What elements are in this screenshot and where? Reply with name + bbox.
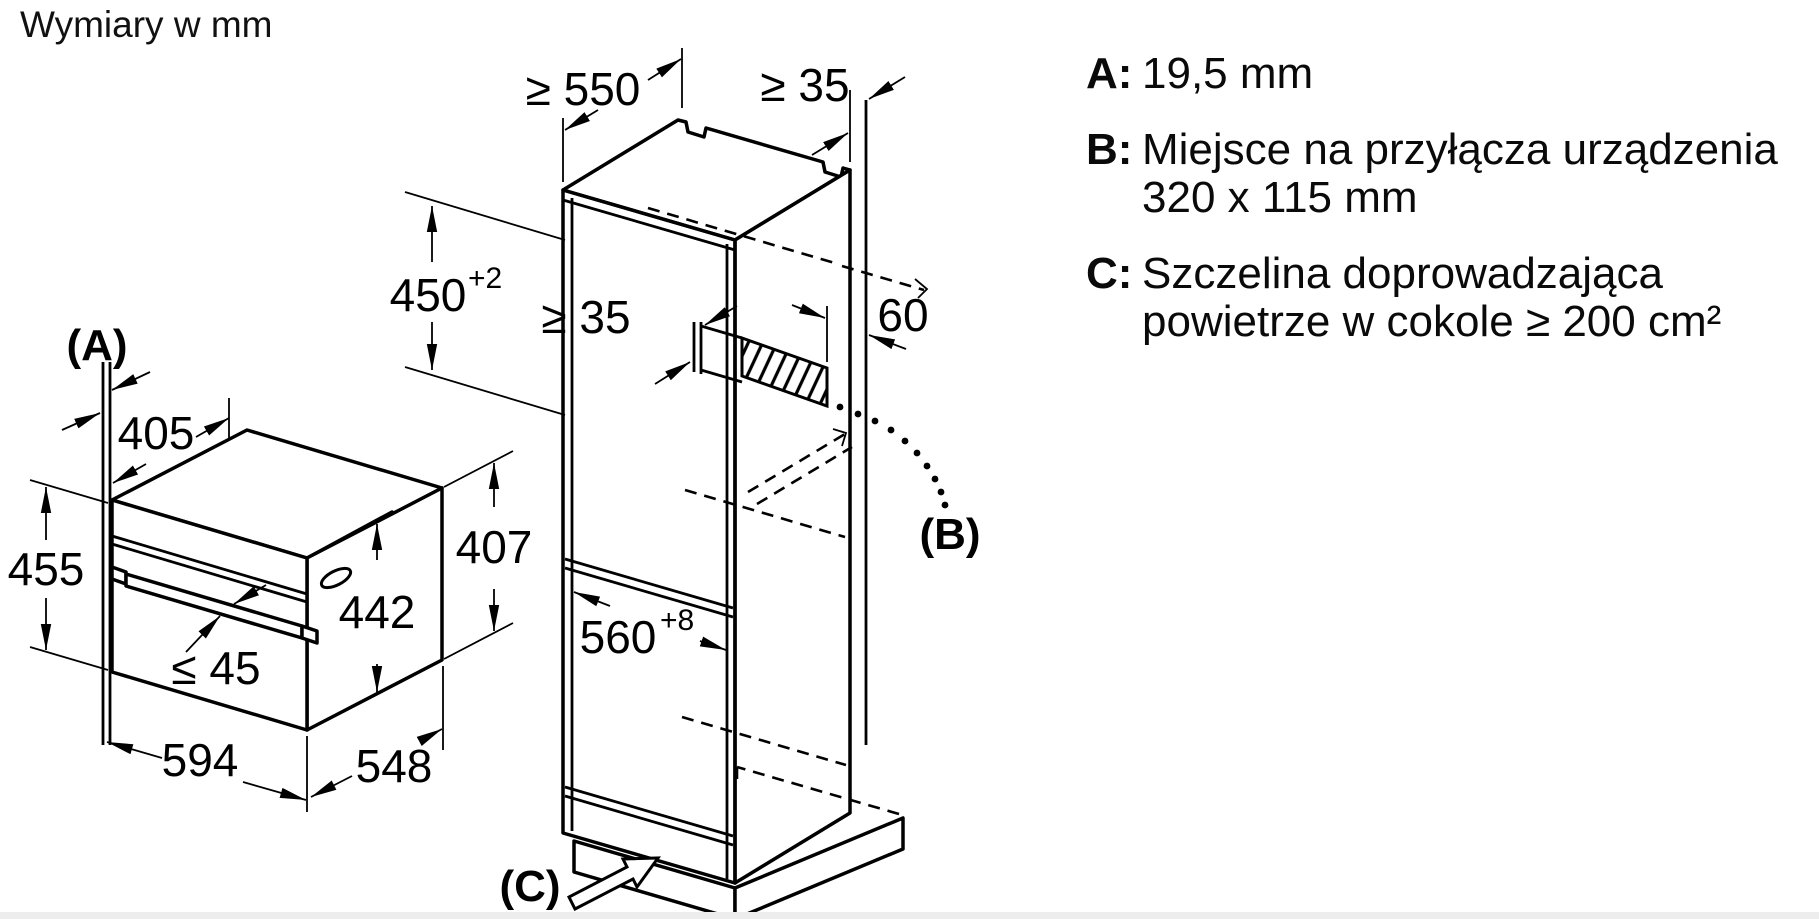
- legend: A: 19,5 mm B: Miejsce na przyłącza urząd…: [1086, 50, 1778, 374]
- dim-cabinet-depth: ≥ 550: [526, 63, 641, 115]
- dim-oven-top-depth: 405: [118, 407, 195, 459]
- legend-text-b-line2: 320 x 115 mm: [1142, 173, 1418, 222]
- hatch-connection-area: [740, 335, 829, 409]
- cabinet-drawing: [561, 100, 949, 919]
- dim-niche-back-gap: ≥ 35: [541, 291, 630, 343]
- dim-niche-width: 560: [580, 611, 657, 663]
- dim-niche-height-tolerance: +2: [468, 262, 502, 295]
- oven-drawing: [101, 362, 444, 745]
- legend-text-c-line1: Szczelina doprowadzająca: [1142, 249, 1663, 298]
- legend-text-b: Miejsce na przyłącza urządzenia 320 x 11…: [1142, 126, 1778, 222]
- legend-item-b: B: Miejsce na przyłącza urządzenia 320 x…: [1086, 126, 1778, 222]
- dim-niche-height: 450: [390, 269, 467, 321]
- hidden-edges: [647, 206, 929, 816]
- dim-oven-front-height: 455: [8, 543, 85, 595]
- dim-niche-width-tolerance: +8: [660, 604, 694, 637]
- dim-oven-width: 594: [162, 734, 239, 786]
- legend-text-b-line1: Miejsce na przyłącza urządzenia: [1142, 125, 1778, 174]
- legend-item-a: A: 19,5 mm: [1086, 50, 1778, 98]
- legend-key-b: B:: [1086, 125, 1133, 174]
- oven-handle: [110, 565, 319, 645]
- dim-oven-side-height: 407: [456, 521, 533, 573]
- label-c: (C): [499, 862, 560, 911]
- dim-cabinet-top-gap: ≥ 35: [760, 59, 849, 111]
- legend-key-c: C:: [1086, 249, 1133, 298]
- dim-oven-inner-height: 442: [339, 586, 416, 638]
- label-b: (B): [919, 510, 980, 559]
- page-bottom-strip: [0, 912, 1819, 919]
- legend-item-c: C: Szczelina doprowadzająca powietrze w …: [1086, 250, 1778, 346]
- dim-handle-projection: ≤ 45: [171, 642, 260, 694]
- legend-text-c-line2: powietrze w cokole ≥ 200 cm²: [1142, 297, 1722, 346]
- legend-text-c: Szczelina doprowadzająca powietrze w cok…: [1142, 250, 1721, 346]
- dim-oven-depth: 548: [356, 740, 433, 792]
- connection-recess: [692, 322, 829, 409]
- plinth: [572, 816, 905, 919]
- page-title: Wymiary w mm: [20, 4, 273, 45]
- legend-key-a: A:: [1086, 49, 1133, 98]
- side-grip-cutout: [319, 566, 353, 590]
- dim-recess-wall-gap: 60: [877, 289, 928, 341]
- leader-dots-b: [836, 403, 949, 509]
- label-a: (A): [66, 321, 127, 370]
- air-inlet-arrow: [566, 856, 662, 912]
- legend-text-a: 19,5 mm: [1142, 49, 1314, 98]
- dimension-lines: [29, 48, 907, 812]
